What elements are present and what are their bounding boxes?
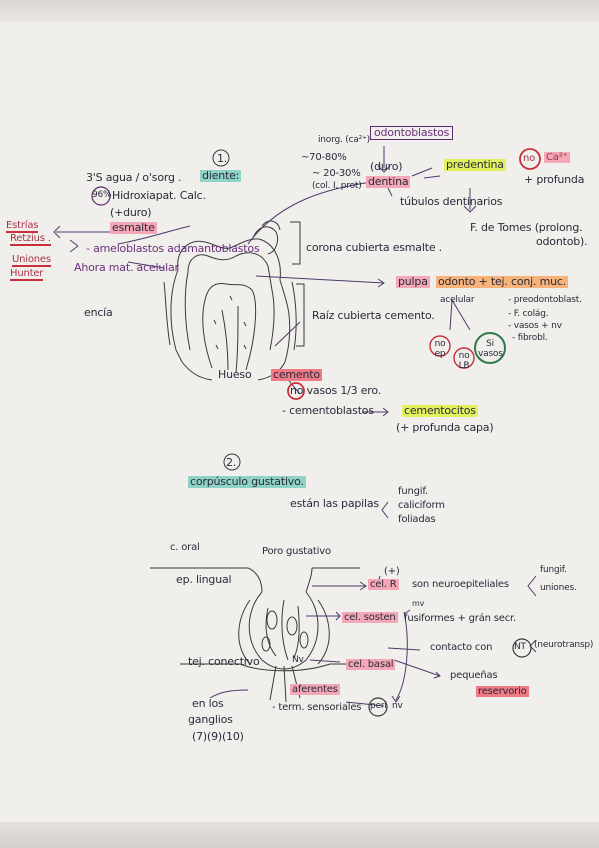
predentin-label: predentina	[444, 158, 506, 172]
crown-enamel: corona cubierta esmalte .	[306, 241, 442, 254]
fibroblasts: - fibrobl.	[512, 333, 548, 343]
papilla-foliate: foliadas	[398, 514, 436, 525]
no-basal-lamina: no LB	[458, 351, 470, 371]
cementoblasts: - cementoblastos	[282, 404, 374, 417]
section-2-title: corpúsculo gustativo.	[188, 475, 306, 489]
deeper-layer: (+ profunda capa)	[396, 421, 494, 434]
enamel-percent: 96%	[92, 190, 112, 200]
section-2-number: 2.	[226, 456, 237, 469]
in-the: en los	[192, 697, 224, 710]
section-1-number: 1.	[217, 152, 228, 165]
small-cells: pequeñas	[450, 670, 498, 681]
preodontoblasts: - preodontoblast.	[508, 295, 582, 305]
no-calcium: no	[523, 153, 536, 164]
no-vessels: no vasos 1/3 ero.	[290, 384, 382, 397]
neurotransmitter: NT	[514, 642, 526, 652]
odontoblast-extension: odontob).	[536, 235, 588, 248]
enamel-label: esmalte	[110, 221, 157, 235]
retzius-label: Retzius .	[10, 233, 51, 246]
contact-with: contacto con	[430, 642, 493, 653]
sustentacular-cell: cel. sosten	[342, 612, 398, 623]
neurotransp: (neurotransp)	[534, 640, 594, 650]
sensory-terminals: - term. sensoriales	[272, 702, 362, 713]
hunter-label: Hunter	[10, 268, 44, 281]
has-vessels: Si vasos	[478, 339, 503, 359]
basal-cell: cel. basal	[346, 659, 396, 670]
ganglia-numbers: (7)(9)(10)	[192, 730, 244, 743]
root-cementum: Raíz cubierta cemento.	[312, 309, 435, 322]
oral-cavity: c. oral	[170, 542, 200, 553]
receptor-cell: cel. R	[368, 579, 399, 590]
ameloblasts: - ameloblastos adamantoblastos	[86, 242, 260, 255]
hardest-note: (+duro)	[110, 206, 152, 219]
tooth-outline	[177, 238, 291, 363]
neuroepithelial: son neuroepiteliales	[412, 579, 509, 590]
peri-tag: peri	[370, 701, 387, 711]
pulp-label: pulpa	[396, 275, 430, 289]
scan-shadow-top	[0, 0, 599, 22]
tomes-fibers: F. de Tomes (prolong.	[470, 221, 583, 234]
dentin-label: dentina	[366, 175, 411, 189]
fungiform-tag: fungif.	[540, 565, 567, 575]
papilla-caliciform: caliciform	[398, 500, 445, 511]
dentinal-tubules: túbulos dentinarios	[400, 195, 503, 208]
gum-label: encía	[84, 306, 113, 319]
nerve-tag: nv	[392, 701, 403, 711]
papilla-fungiform: fungif.	[398, 486, 428, 497]
hydroxyapatite: Hidroxiapat. Calc.	[112, 189, 206, 202]
scan-shadow-bottom	[0, 822, 599, 848]
hunter-unions: Uniones	[12, 254, 51, 267]
papillae-note: están las papilas	[290, 497, 379, 510]
odontoblasts-box: odontoblastos	[370, 126, 454, 141]
composition-inorganic: inorg. (ca²⁺)	[318, 135, 370, 145]
acellular-zone: acelular	[440, 295, 475, 305]
taste-pore: Poro gustativo	[262, 546, 331, 557]
microvilli-tag: mv	[412, 599, 425, 608]
ganglia: ganglios	[188, 713, 233, 726]
unions-tag: uniones.	[540, 583, 577, 593]
fusiform-cells: fusiformes + grán secr.	[404, 613, 516, 624]
calcium-label: Ca²⁺	[544, 152, 570, 163]
no-epithelium: no ep	[434, 339, 446, 359]
nerve-short: Nv	[292, 655, 304, 665]
dentin-hard: (duro)	[370, 160, 403, 173]
composition-70-80: ~70-80%	[301, 152, 347, 163]
pulp-tissue: odonto + tej. conj. muc.	[436, 275, 569, 289]
connective-tissue: tej. conectivo	[188, 655, 260, 668]
lingual-epithelium: ep. lingual	[176, 573, 232, 586]
afferent: aferentes	[290, 684, 340, 695]
composition-collagen: (col. I, prot)	[312, 181, 362, 191]
plus-sign: (+)	[384, 566, 400, 577]
cementocytes: cementocitos	[402, 404, 478, 418]
vessels-nerves: - vasos + nv	[508, 321, 562, 331]
retzius-striae: Estrías	[6, 220, 39, 233]
composition-20-30: ~ 20-30%	[312, 168, 361, 179]
reservoir: reservorio	[476, 686, 529, 697]
collagen-fibers: - F. colág.	[508, 309, 549, 319]
acellular-matrix: Ahora mat. acelular	[74, 261, 179, 274]
section-1-title: diente:	[200, 169, 242, 183]
bone-label: Hueso	[218, 368, 252, 381]
deeper-note: + profunda	[524, 173, 585, 186]
water-composition: 3'S agua / o'sorg .	[86, 171, 182, 184]
cementum-label: cemento	[271, 368, 322, 382]
